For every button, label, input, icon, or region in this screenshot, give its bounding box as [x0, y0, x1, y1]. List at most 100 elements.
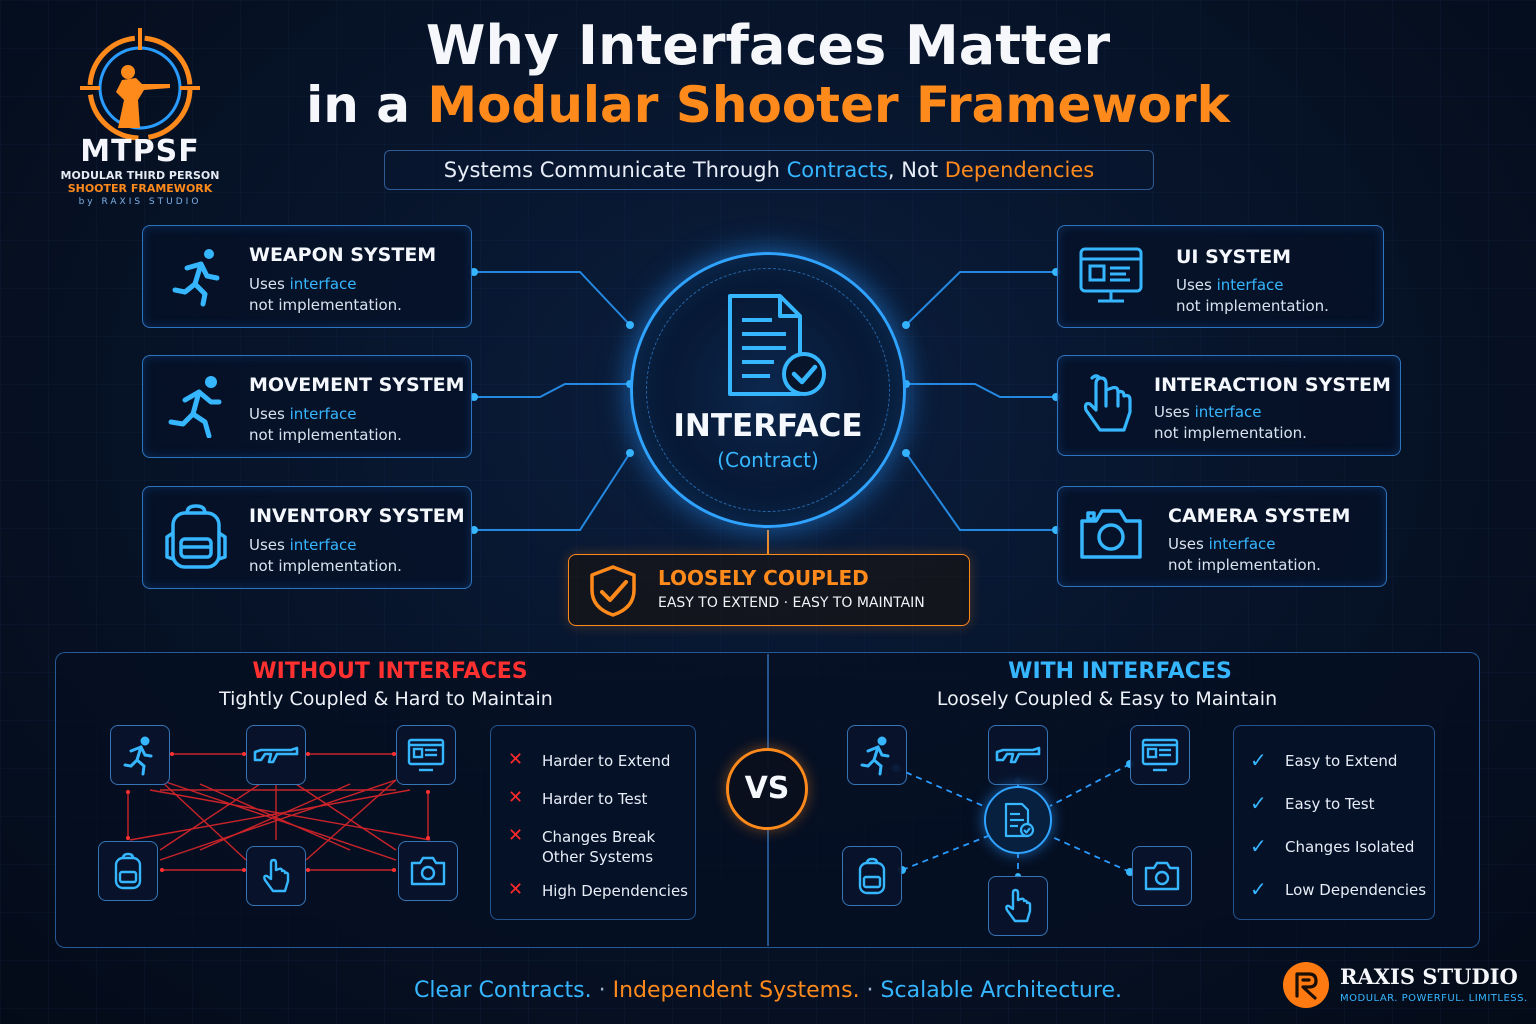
card-title: WEAPON SYSTEM: [249, 244, 437, 266]
subtitle-part2: , Not: [887, 158, 945, 182]
monitor-icon: [407, 738, 445, 772]
title-highlight: Modular Shooter Framework: [427, 76, 1230, 134]
benefit-text: Easy to Test: [1285, 795, 1375, 813]
without-subtitle: Tightly Coupled & Hard to Maintain: [219, 688, 553, 710]
running-person-icon: [123, 736, 153, 776]
uses-text: Uses: [1176, 276, 1217, 294]
card-title: MOVEMENT SYSTEM: [249, 374, 465, 396]
card-title: CAMERA SYSTEM: [1168, 505, 1351, 527]
card-line-not: not implementation.: [249, 426, 402, 444]
with-node-ui: [1130, 725, 1190, 785]
x-mark-icon: ✕: [508, 825, 524, 846]
logo-text-block: MTPSF MODULAR THIRD PERSON SHOOTER FRAME…: [40, 134, 240, 207]
footer-part-a: Clear Contracts.: [414, 978, 592, 1003]
without-node-inventory: [98, 841, 158, 901]
vs-badge: VS: [726, 748, 808, 830]
footer-part-b: Independent Systems.: [612, 978, 860, 1003]
drawback-text: Changes Break: [542, 828, 656, 846]
subtitle-contracts: Contracts: [786, 158, 888, 182]
rifle-icon: [995, 746, 1041, 764]
brand-name: RAXIS STUDIO: [1340, 964, 1518, 989]
check-mark-icon: ✓: [1250, 877, 1267, 901]
drawback-text: Harder to Test: [542, 790, 648, 808]
check-mark-icon: ✓: [1250, 834, 1267, 858]
monitor-icon: [1079, 247, 1143, 303]
with-node-movement: [847, 725, 907, 785]
movement-system-card: MOVEMENT SYSTEM Uses interface not imple…: [142, 355, 472, 458]
interface-word: interface: [1216, 276, 1284, 294]
footer-sep: ·: [859, 978, 881, 1003]
check-mark-icon: ✓: [1250, 748, 1267, 772]
card-line-not: not implementation.: [1176, 297, 1329, 315]
connector-weapon: [474, 271, 631, 326]
brand-tagline: MODULAR. POWERFUL. LIMITLESS.: [1340, 993, 1528, 1004]
with-title: WITH INTERFACES: [1008, 659, 1232, 684]
drawback-text: Harder to Extend: [542, 752, 671, 770]
footer-part-c: Scalable Architecture.: [880, 978, 1122, 1003]
camera-icon: [1080, 509, 1142, 559]
check-mark-icon: ✓: [1250, 791, 1267, 815]
pointer-hand-icon: [1005, 888, 1032, 923]
interface-word: interface: [1194, 403, 1262, 421]
loosely-coupled-sub: EASY TO EXTEND · EASY TO MAINTAIN: [658, 595, 925, 611]
without-node-ui: [396, 725, 456, 785]
uses-text: Uses: [1168, 535, 1209, 553]
without-node-weapon: [246, 725, 306, 785]
camera-icon: [1144, 861, 1180, 891]
card-title: INTERACTION SYSTEM: [1154, 374, 1391, 396]
connector-ui: [905, 271, 1056, 326]
drawback-text: High Dependencies: [542, 882, 688, 900]
without-title: WITHOUT INTERFACES: [252, 659, 528, 684]
card-title: UI SYSTEM: [1176, 246, 1292, 268]
card-title: INVENTORY SYSTEM: [249, 505, 465, 527]
card-line-uses: Uses interface: [249, 404, 357, 425]
logo-line1: MODULAR THIRD PERSON: [60, 169, 220, 182]
x-mark-icon: ✕: [508, 787, 524, 808]
card-line-not: not implementation.: [1168, 556, 1321, 574]
interface-word: interface: [289, 536, 357, 554]
title-prefix: in a: [306, 76, 428, 134]
x-mark-icon: ✕: [508, 879, 524, 900]
with-interface-hub: [984, 786, 1052, 854]
connector-movement: [474, 383, 630, 398]
pointer-hand-icon: [263, 858, 290, 893]
subtitle-banner: Systems Communicate Through Contracts, N…: [384, 150, 1154, 190]
logo-name: MTPSF: [80, 134, 200, 169]
card-line-uses: Uses interface: [249, 274, 357, 295]
connector-inventory: [474, 452, 631, 531]
running-person-icon: [168, 376, 222, 438]
running-person-icon: [860, 736, 890, 776]
camera-icon: [410, 856, 446, 886]
connector-interaction: [906, 383, 1056, 398]
with-node-inventory: [842, 846, 902, 906]
drawback-text: Other Systems: [542, 848, 654, 866]
weapon-system-card: WEAPON SYSTEM Uses interface not impleme…: [142, 225, 472, 328]
page-title-line2: in a Modular Shooter Framework: [0, 76, 1536, 134]
without-drawbacks-list: [490, 725, 696, 920]
subtitle-part1: Systems Communicate Through: [443, 158, 787, 182]
backpack-icon: [165, 504, 227, 569]
without-node-movement: [110, 725, 170, 785]
backpack-icon: [858, 857, 886, 895]
interface-word: interface: [289, 405, 357, 423]
card-line-uses: Uses interface: [1168, 534, 1276, 555]
without-node-interaction: [246, 846, 306, 906]
footer-sep: ·: [591, 978, 613, 1003]
interface-word: interface: [1208, 535, 1276, 553]
with-subtitle: Loosely Coupled & Easy to Maintain: [936, 688, 1278, 710]
card-line-not: not implementation.: [249, 296, 402, 314]
interface-word: interface: [289, 275, 357, 293]
card-line-uses: Uses interface: [1176, 275, 1284, 296]
document-check-icon: [728, 294, 826, 396]
raxis-logo-icon: [1283, 962, 1329, 1008]
connector-camera: [905, 452, 1056, 531]
benefit-text: Low Dependencies: [1285, 881, 1427, 899]
shield-check-icon: [590, 565, 636, 617]
uses-text: Uses: [249, 405, 290, 423]
uses-text: Uses: [249, 536, 290, 554]
interface-hub-inner-ring: [646, 268, 890, 512]
interaction-system-card: INTERACTION SYSTEM Uses interface not im…: [1057, 355, 1401, 456]
without-node-camera: [398, 841, 458, 901]
